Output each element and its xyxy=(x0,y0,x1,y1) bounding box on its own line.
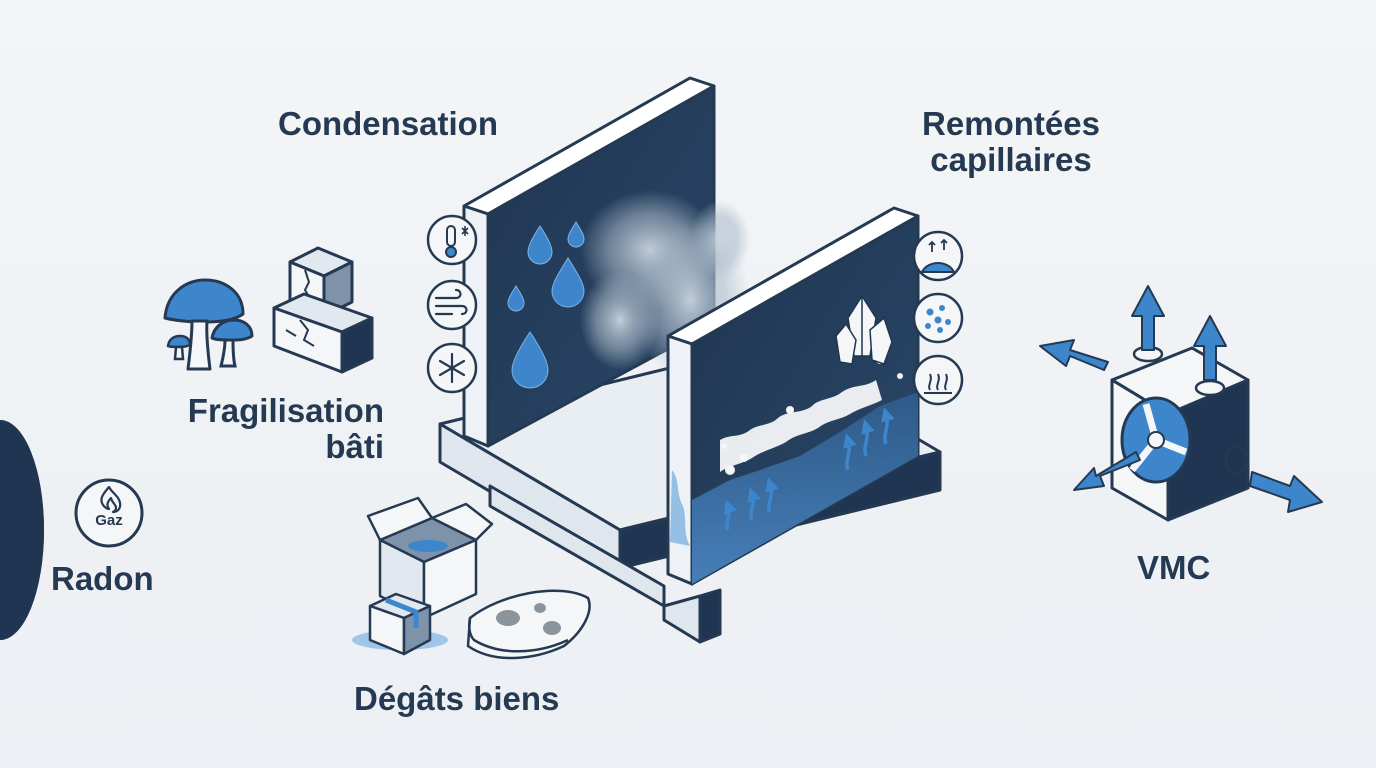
wind-icon xyxy=(426,279,478,331)
water-droplets xyxy=(507,221,585,389)
radon-dark-disc xyxy=(0,420,44,640)
label-fragilisation-bati: Fragilisation bâti xyxy=(150,393,384,465)
snowflake-icon xyxy=(426,342,478,394)
flame-badge-icon xyxy=(74,478,144,548)
label-fragilisation-line1: Fragilisation xyxy=(187,392,384,429)
label-fragilisation-line2: bâti xyxy=(325,428,384,465)
mushroom-icon xyxy=(163,278,254,371)
rising-pile-icon xyxy=(912,230,964,282)
capillary-wall xyxy=(666,206,920,586)
thermometer-snow-icon xyxy=(426,214,478,266)
label-degats-biens: Dégâts biens xyxy=(354,680,560,717)
label-condensation: Condensation xyxy=(278,105,498,142)
crystal-icon xyxy=(835,294,893,365)
cracked-blocks-icon xyxy=(272,246,374,374)
salt-dots-icon xyxy=(912,292,964,344)
label-remontees-capillaires: Remontées capillaires xyxy=(904,106,1118,178)
stained-fabric-icon xyxy=(466,589,591,660)
gaz-badge-text: Gaz xyxy=(95,512,123,529)
ventilation-unit-icon xyxy=(1110,345,1250,522)
label-remontees-line2: capillaires xyxy=(930,141,1092,178)
wet-boxes-icon xyxy=(352,496,494,656)
label-remontees-line1: Remontées xyxy=(922,105,1100,142)
heat-waves-icon xyxy=(912,354,964,406)
label-vmc: VMC xyxy=(1137,549,1211,586)
vmc-airflow-arrows xyxy=(1039,285,1323,513)
rising-arrows xyxy=(724,407,895,531)
label-radon: Radon xyxy=(51,560,154,597)
